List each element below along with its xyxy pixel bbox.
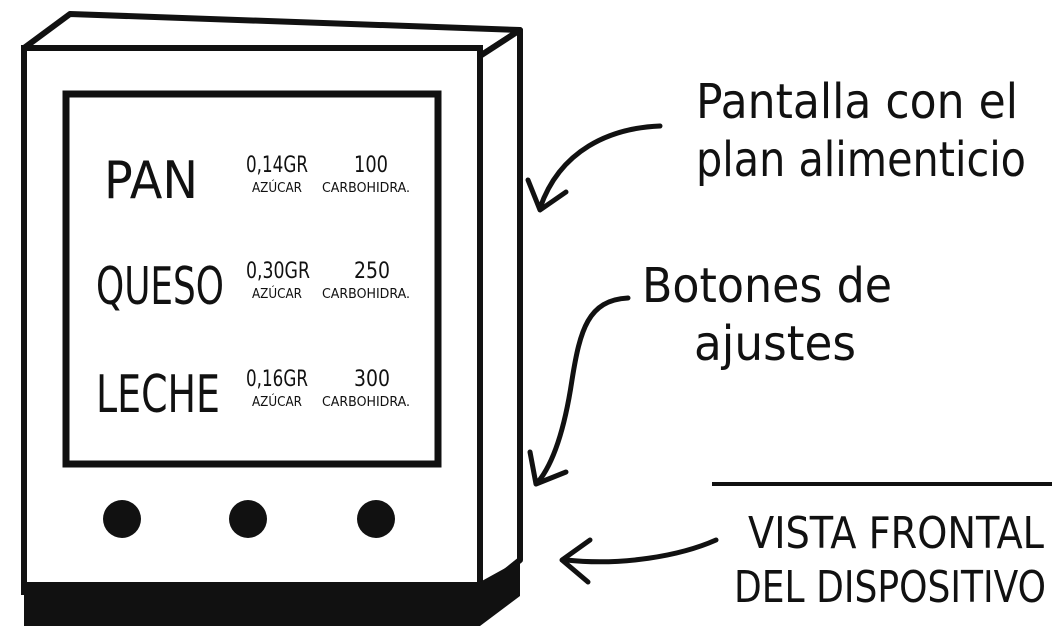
screen-label-line-1: Pantalla con el xyxy=(696,74,1018,130)
sugar-label: AZÚCAR xyxy=(252,286,302,302)
carbs-label: CARBOHIDRA. xyxy=(322,181,410,196)
carbs-value: 300 xyxy=(354,367,390,392)
buttons-label-line-2: ajustes xyxy=(694,316,856,372)
buttons-arrow xyxy=(535,295,631,485)
annotation-buttons: Botones de ajustes xyxy=(527,258,892,487)
device: PAN 0,14GR AZÚCAR 100 CARBOHIDRA. QUESO … xyxy=(21,11,523,626)
settings-button-2[interactable] xyxy=(229,500,267,538)
screen-arrow xyxy=(537,123,663,211)
carbs-label: CARBOHIDRA. xyxy=(322,287,410,302)
buttons-arrow-head xyxy=(527,449,569,487)
device-side-face xyxy=(477,27,523,595)
settings-button-1[interactable] xyxy=(103,500,141,538)
carbs-label: CARBOHIDRA. xyxy=(322,395,410,410)
device-screen xyxy=(62,90,442,468)
sugar-label: AZÚCAR xyxy=(252,394,302,410)
food-name: LECHE xyxy=(96,365,220,425)
food-name: QUESO xyxy=(96,257,224,317)
annotation-view: VISTA FRONTAL DEL DISPOSITIVO xyxy=(559,482,1052,613)
sugar-value: 0,30GR xyxy=(246,259,310,284)
screen-row-1: PAN 0,14GR AZÚCAR 100 CARBOHIDRA. xyxy=(104,151,410,211)
food-name: PAN xyxy=(104,151,198,211)
device-base xyxy=(24,560,520,626)
sugar-label: AZÚCAR xyxy=(252,180,302,196)
annotation-screen: Pantalla con el plan alimenticio xyxy=(525,74,1026,213)
carbs-value: 100 xyxy=(354,153,388,178)
buttons-label-line-1: Botones de xyxy=(642,258,892,314)
screen-row-2: QUESO 0,30GR AZÚCAR 250 CARBOHIDRA. xyxy=(96,257,410,317)
view-label-line-2: DEL DISPOSITIVO xyxy=(734,562,1046,613)
view-label-line-1: VISTA FRONTAL xyxy=(748,508,1044,559)
sugar-value: 0,14GR xyxy=(246,153,308,178)
sugar-value: 0,16GR xyxy=(246,367,308,392)
screen-arrow-head xyxy=(525,177,569,213)
carbs-value: 250 xyxy=(354,259,390,284)
screen-label-line-2: plan alimenticio xyxy=(696,132,1026,188)
view-arrow xyxy=(563,537,719,565)
screen-row-3: LECHE 0,16GR AZÚCAR 300 CARBOHIDRA. xyxy=(96,365,410,425)
view-arrow-head xyxy=(559,537,593,585)
settings-button-3[interactable] xyxy=(357,500,395,538)
